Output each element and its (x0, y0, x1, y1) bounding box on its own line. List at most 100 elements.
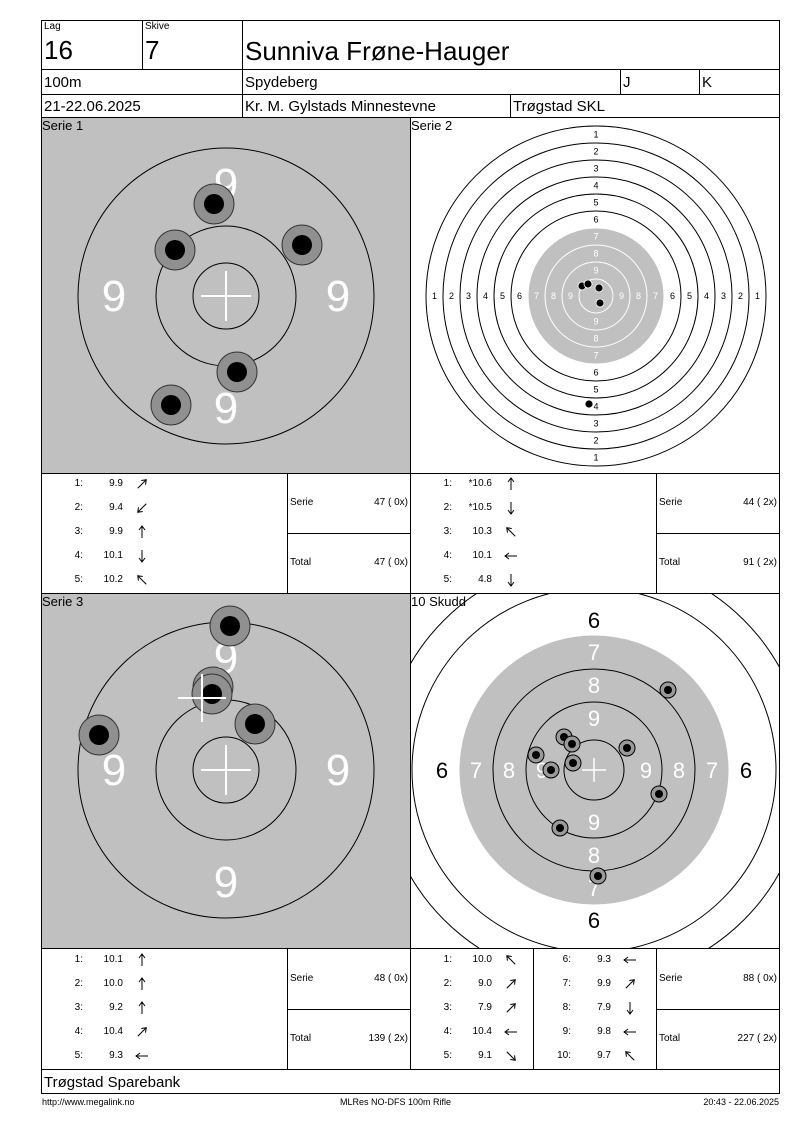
total-score: 139 ( 2x) (368, 1033, 408, 1044)
ring-number: 8 (673, 758, 685, 783)
ring-number: 9 (593, 266, 598, 276)
direction-arrow-icon (133, 952, 151, 968)
direction-arrow-icon (621, 1000, 639, 1016)
result-sep (656, 1009, 780, 1010)
shot-row: 1:10.0 (410, 952, 533, 968)
ring-number: 2 (738, 291, 743, 301)
ring-number: 5 (500, 291, 505, 301)
score-ring (458, 634, 730, 906)
ring-number: 8 (588, 673, 600, 698)
ring-number: 6 (593, 368, 598, 378)
ring-number: 8 (503, 758, 515, 783)
ring-number: 9 (593, 317, 598, 327)
shot-number: 2: (443, 502, 452, 513)
ring-number: 8 (551, 291, 556, 301)
score-ring (425, 125, 767, 467)
result-sep (533, 948, 534, 1070)
ring-number: 3 (593, 419, 598, 429)
score-ring (192, 262, 260, 330)
score-ring (476, 176, 716, 416)
header-col-sep-1 (142, 20, 143, 69)
ring-number: 7 (593, 351, 598, 361)
shot-row: 1:*10.6 (410, 476, 650, 492)
shot-score: 4.8 (478, 574, 492, 585)
shot-score: 9.9 (597, 978, 611, 989)
skive-label: Skive (145, 21, 170, 32)
shot-center (532, 751, 540, 759)
shot-row: 4:10.1 (41, 548, 281, 564)
ring-number: 3 (466, 291, 471, 301)
ring-number: 9 (326, 746, 350, 795)
direction-arrow-icon (502, 572, 520, 588)
direction-arrow-icon (502, 476, 520, 492)
ring-number: 8 (593, 334, 598, 344)
direction-arrow-icon (502, 976, 520, 992)
shot-row: 1:10.1 (41, 952, 281, 968)
direction-arrow-icon (133, 476, 151, 492)
ring-number: 3 (721, 291, 726, 301)
shot-center (556, 824, 564, 832)
direction-arrow-icon (133, 548, 151, 564)
score-ring (442, 142, 750, 450)
shot-center (664, 686, 672, 694)
shot-number: 5: (74, 1050, 83, 1061)
shot-number: 3: (443, 1002, 452, 1013)
ring-number: 7 (470, 758, 482, 783)
direction-arrow-icon (133, 1048, 151, 1064)
shot-number: 1: (443, 478, 452, 489)
shot-row: 9:9.8 (533, 1024, 656, 1040)
result-sep (287, 1009, 411, 1010)
shot-row: 2:9.0 (410, 976, 533, 992)
ring-number: 5 (593, 385, 598, 395)
shot-row: 4:10.4 (410, 1024, 533, 1040)
ring-number: 4 (593, 181, 598, 191)
direction-arrow-icon (502, 1048, 520, 1064)
header-row-sep-2 (41, 94, 780, 95)
shot-number: 1: (443, 954, 452, 965)
shot-score: 9.3 (109, 1050, 123, 1061)
shot-center (165, 240, 185, 260)
shot-hole (595, 298, 605, 308)
total-label: Total (659, 1033, 681, 1044)
shot-number: 3: (74, 1002, 83, 1013)
score-ring (411, 594, 777, 948)
score-ring (563, 739, 625, 801)
total-score: 227 ( 2x) (737, 1033, 777, 1044)
ring-number: 6 (436, 758, 448, 783)
shot-center (245, 714, 265, 734)
shot-score: 10.4 (103, 1026, 123, 1037)
footer-url[interactable]: http://www.megalink.no (42, 1097, 135, 1107)
shot-row: 2:10.0 (41, 976, 281, 992)
direction-arrow-icon (502, 548, 520, 564)
shot-number: 1: (74, 954, 83, 965)
shot-score: 10.4 (472, 1026, 492, 1037)
shot-score: 10.0 (103, 978, 123, 989)
ring-number: 7 (534, 291, 539, 301)
shot-score: 7.9 (478, 1002, 492, 1013)
shot-center (220, 616, 240, 636)
shot-number: 1: (74, 478, 83, 489)
shot-center (227, 362, 247, 382)
ring-number: 7 (653, 291, 658, 301)
shot-number: 6: (562, 954, 571, 965)
ring-number: 8 (636, 291, 641, 301)
sponsor-box (41, 1069, 780, 1094)
footer-time: 20:43 - 22.06.2025 (703, 1097, 779, 1107)
shot-row: 5:4.8 (410, 572, 650, 588)
ring-number: 6 (593, 215, 598, 225)
direction-arrow-icon (621, 976, 639, 992)
ring-number: 8 (588, 843, 600, 868)
shot-center (594, 872, 602, 880)
total-label: Total (659, 557, 681, 568)
panel-label: Serie 3 (42, 594, 84, 609)
score-ring (77, 147, 375, 445)
shot-row: 5:10.2 (41, 572, 281, 588)
score-ring (192, 736, 260, 804)
